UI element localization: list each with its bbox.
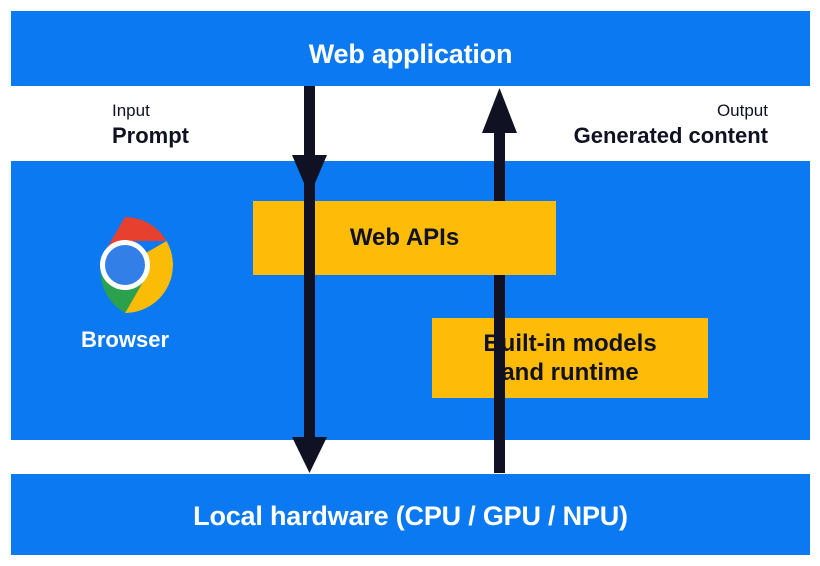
box-web-apis: Web APIs	[253, 201, 556, 275]
flow-label-output: Output Generated content	[574, 101, 768, 149]
flow-label-input-kicker: Input	[112, 101, 150, 120]
box-builtin-models-line1: Built-in models	[483, 329, 657, 357]
browser-group: Browser	[60, 215, 190, 351]
box-builtin-models: Built-in models and runtime	[432, 318, 708, 398]
flow-label-output-kicker: Output	[716, 101, 768, 120]
box-builtin-models-line2: and runtime	[501, 359, 639, 386]
flow-label-output-value: Generated content	[573, 123, 768, 149]
band-local-hardware-label: Local hardware (CPU / GPU / NPU)	[193, 501, 628, 531]
flow-label-input: Input Prompt	[112, 101, 189, 149]
box-web-apis-label: Web APIs	[349, 224, 460, 252]
band-web-application-label: Web application	[308, 39, 513, 69]
band-local-hardware: Local hardware (CPU / GPU / NPU)	[11, 474, 810, 555]
band-web-application: Web application	[11, 11, 810, 86]
browser-label: Browser	[80, 327, 170, 352]
box-builtin-models-label: Built-in models and runtime	[483, 329, 656, 388]
flow-label-input-value: Prompt	[112, 123, 189, 149]
chrome-logo-icon	[100, 217, 173, 313]
